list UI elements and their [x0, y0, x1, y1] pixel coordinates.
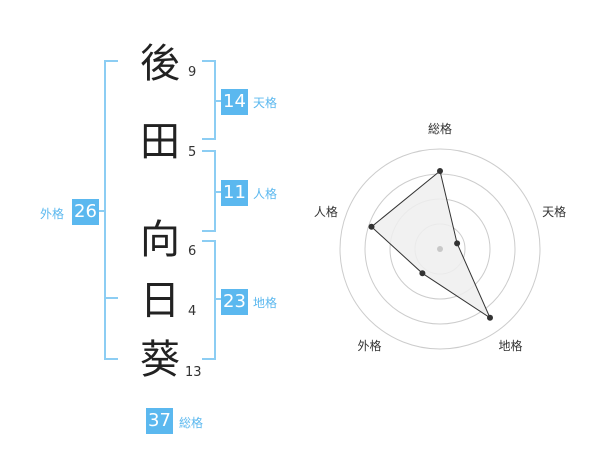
gaikaku-connector: [98, 210, 106, 212]
radar-series-shape: [370, 170, 492, 320]
gaikaku-bracket-divider: [104, 297, 118, 299]
gaikaku-score: 26: [72, 199, 99, 225]
name-char-3: 向: [140, 217, 180, 263]
soukaku-label: 総格: [179, 416, 204, 430]
jinkaku-label: 人格: [253, 187, 278, 201]
radar-point-4: [419, 270, 426, 277]
stroke-count-1: 9: [188, 65, 197, 80]
chikaku-connector: [214, 298, 222, 300]
name-char-1: 後: [140, 41, 180, 87]
radar-axis-label-4: 外格: [357, 338, 381, 353]
stroke-count-3: 6: [188, 244, 197, 259]
jinkaku-score: 11: [221, 180, 248, 206]
radar-point-3: [487, 314, 493, 321]
chikaku-bracket: [202, 240, 216, 360]
radar-point-1: [437, 168, 443, 174]
jinkaku-connector: [214, 191, 222, 193]
radar-axis-label-2: 天格: [542, 204, 566, 219]
radar-center-marker: [437, 246, 443, 252]
chikaku-label: 地格: [253, 296, 278, 310]
chikaku-score: 23: [221, 289, 248, 315]
tenkaku-connector: [214, 100, 222, 102]
tenkaku-score: 14: [221, 89, 248, 115]
radar-point-2: [454, 240, 461, 247]
radar-ring-4: [339, 148, 541, 350]
stroke-count-2: 5: [188, 145, 197, 160]
name-char-4: 日: [140, 278, 180, 324]
name-char-2: 田: [140, 119, 180, 165]
tenkaku-label: 天格: [253, 96, 278, 110]
radar-point-5: [368, 223, 375, 230]
radar-axis-label-5: 人格: [314, 204, 338, 219]
soukaku-score: 37: [146, 408, 173, 434]
stroke-count-4: 4: [188, 304, 197, 319]
radar-data-layer: [368, 168, 493, 321]
name-char-5: 葵: [140, 337, 180, 383]
radar-axis-label-1: 総格: [428, 121, 452, 136]
gaikaku-label: 外格: [40, 207, 65, 221]
stroke-count-5: 13: [185, 365, 202, 380]
radar-axis-label-3: 地格: [498, 338, 522, 353]
